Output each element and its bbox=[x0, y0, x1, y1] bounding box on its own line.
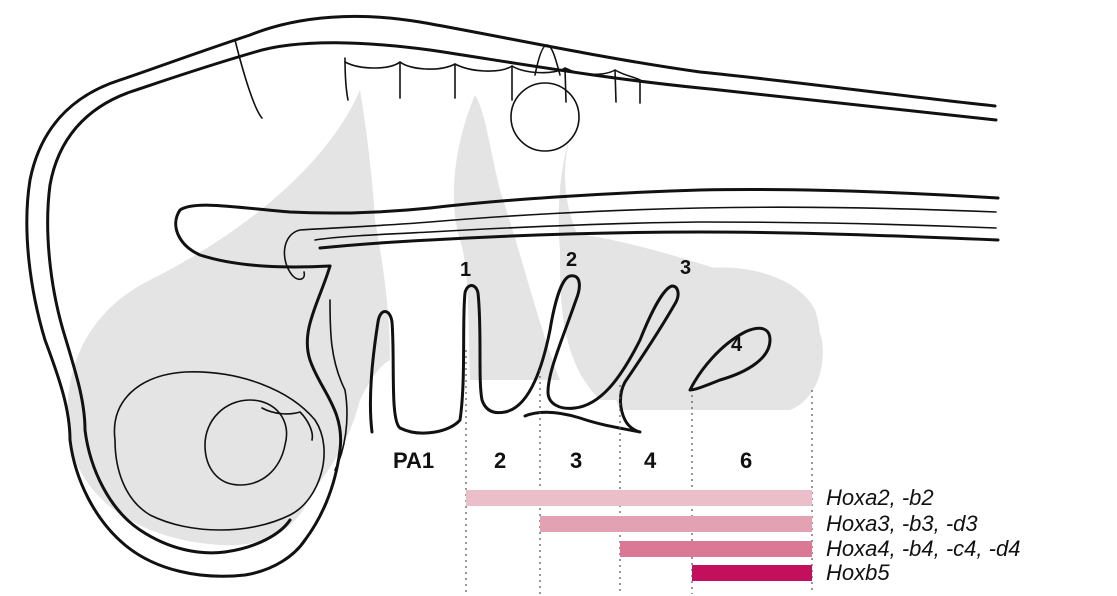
neural-crest-shading bbox=[68, 90, 823, 545]
arch-labels: PA1 2 3 4 6 bbox=[393, 448, 752, 473]
bar-hoxa4 bbox=[620, 541, 812, 557]
bar-hoxa2 bbox=[466, 490, 812, 506]
gene-label-hoxa4: Hoxa4, -b4, -c4, -d4 bbox=[826, 536, 1020, 561]
bar-hoxb5 bbox=[692, 565, 812, 581]
gene-label-hoxa2: Hoxa2, -b2 bbox=[826, 485, 934, 510]
arch-label-6: 6 bbox=[740, 448, 752, 473]
gene-label-hoxb5: Hoxb5 bbox=[826, 560, 890, 585]
pouch-label-4: 4 bbox=[731, 334, 743, 356]
bar-hoxa3 bbox=[540, 516, 812, 532]
pouch-label-2: 2 bbox=[566, 249, 577, 271]
pouch-label-1: 1 bbox=[460, 259, 471, 281]
gene-labels: Hoxa2, -b2 Hoxa3, -b3, -d3 Hoxa4, -b4, -… bbox=[826, 485, 1020, 585]
arch-label-3: 3 bbox=[570, 448, 582, 473]
gene-label-hoxa3: Hoxa3, -b3, -d3 bbox=[826, 511, 978, 536]
expression-bars bbox=[466, 490, 812, 581]
arch-label-4: 4 bbox=[644, 448, 657, 473]
arch-label-2: 2 bbox=[494, 448, 506, 473]
pouch-label-3: 3 bbox=[680, 257, 691, 279]
arch-label-pa1: PA1 bbox=[393, 448, 434, 473]
brain-vesicles bbox=[235, 40, 640, 151]
